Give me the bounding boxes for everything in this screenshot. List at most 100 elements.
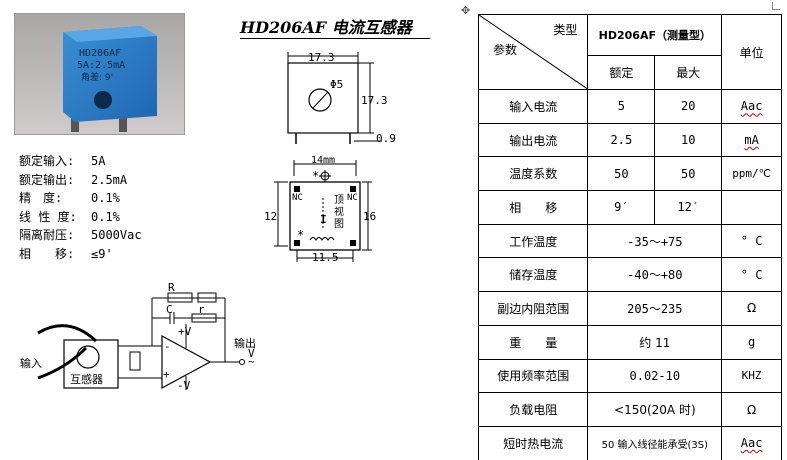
table-row: 副边内阻范围 205～235 Ω bbox=[477, 291, 782, 326]
circuit-input-label: 输入 bbox=[20, 357, 42, 370]
row-unit-cell: Aac bbox=[721, 425, 782, 460]
table-row: 重 量 约 11 g bbox=[477, 324, 782, 360]
photo-text-angle: 角差: 9' bbox=[81, 71, 113, 83]
circuit-vplus-label: +V bbox=[178, 325, 192, 338]
row-unit: ppm/℃ bbox=[721, 156, 782, 192]
row-unit: Ω bbox=[721, 291, 782, 326]
header-max: 最大 bbox=[654, 55, 723, 90]
row-unit-cell: mA bbox=[721, 122, 782, 158]
row-value: 205～235 bbox=[587, 291, 723, 326]
row-value: 0.02-10 bbox=[587, 358, 723, 394]
row-unit: Aac bbox=[740, 99, 763, 114]
photo-text-model: HD206AF bbox=[79, 48, 121, 59]
spec-label: 精 度: bbox=[19, 191, 63, 206]
dim-bottom-height: 12 bbox=[264, 210, 278, 223]
bottom-view-drawing bbox=[274, 160, 372, 262]
top-view-char: 图 bbox=[334, 219, 344, 230]
table-row: 工作温度 -35～+75 ° C bbox=[477, 223, 782, 259]
spec-item: 相 移: ≤9' bbox=[19, 245, 142, 264]
row-max: 12′ bbox=[654, 190, 723, 225]
row-name: 输出电流 bbox=[477, 122, 589, 158]
circuit-r-label: R bbox=[168, 281, 175, 294]
circuit-c-label: C bbox=[166, 303, 173, 316]
row-name: 温度系数 bbox=[477, 156, 589, 192]
top-view-char: 顶 bbox=[334, 195, 344, 206]
row-value: <150(20A 时) bbox=[587, 392, 723, 427]
row-rated: 9′ bbox=[587, 190, 656, 225]
row-value: 50 输入线径能承受(3S) bbox=[587, 425, 723, 460]
row-unit: Aac bbox=[740, 436, 763, 451]
row-unit-cell: Aac bbox=[721, 89, 782, 124]
header-type: 类型 bbox=[553, 23, 578, 37]
row-rated: 2.5 bbox=[587, 122, 656, 158]
row-value: 约 11 bbox=[587, 324, 723, 360]
label-current-direction: I bbox=[320, 213, 327, 226]
row-name: 相 移 bbox=[477, 190, 589, 225]
dim-pin-span: 11.5 bbox=[312, 251, 339, 264]
spec-value: 0.1% bbox=[91, 209, 120, 224]
spec-label: 隔离耐压: bbox=[19, 228, 75, 243]
header-diagonal-line bbox=[479, 15, 589, 90]
spec-item: 线 性 度: 0.1% bbox=[19, 208, 142, 227]
spec-item: 隔离耐压:5000Vac bbox=[19, 226, 142, 245]
top-view-char: 视 bbox=[334, 207, 344, 218]
table-row: 输入电流 5 20 Aac bbox=[477, 89, 782, 124]
row-rated: 50 bbox=[587, 156, 656, 192]
row-max: 20 bbox=[654, 89, 723, 124]
table-row: 使用频率范围 0.02-10 KHZ bbox=[477, 358, 782, 394]
mark-star-top: * bbox=[312, 169, 320, 183]
table-row: 输出电流 2.5 10 mA bbox=[477, 122, 782, 158]
header-unit: 单位 bbox=[721, 14, 782, 90]
table-row: 储存温度 -40～+80 ° C bbox=[477, 257, 782, 293]
label-nc-left: NC bbox=[292, 193, 303, 203]
spec-item: 精 度: 0.1% bbox=[19, 189, 142, 208]
front-view-drawing bbox=[287, 52, 382, 144]
circuit-minus-sign: - bbox=[164, 340, 171, 353]
dim-bottom-depth: 16 bbox=[363, 210, 377, 223]
table-row: 温度系数 50 50 ppm/℃ bbox=[477, 156, 782, 192]
header-diagonal-cell: 类型 参数 bbox=[477, 14, 589, 90]
row-value: -40～+80 bbox=[587, 257, 723, 293]
row-name: 负载电阻 bbox=[477, 392, 589, 427]
row-name: 副边内阻范围 bbox=[477, 291, 589, 326]
product-photo: HD206AF 5A:2.5mA 角差: 9' bbox=[14, 13, 185, 135]
row-unit: ° C bbox=[721, 257, 782, 293]
row-name: 重 量 bbox=[477, 324, 589, 360]
spec-value: ≤9' bbox=[91, 246, 113, 261]
spec-label: 相 移: bbox=[19, 246, 75, 261]
circuit-ct-label: 互感器 bbox=[70, 373, 103, 386]
spec-value: 2.5mA bbox=[91, 172, 128, 187]
row-unit: KHZ bbox=[721, 358, 782, 394]
spec-list: 额定输入: 5A 额定输出: 2.5mA 精 度: 0.1% 线 性 度: 0.1% 隔… bbox=[19, 152, 142, 264]
row-max: 50 bbox=[654, 156, 723, 192]
row-name: 短时热电流 bbox=[477, 425, 589, 460]
dim-height: 17.3 bbox=[361, 94, 388, 107]
circuit-vminus-label: -V bbox=[177, 379, 191, 392]
table-row: 相 移 9′ 12′ bbox=[477, 190, 782, 225]
row-name: 使用频率范围 bbox=[477, 358, 589, 394]
row-name: 输入电流 bbox=[477, 89, 589, 124]
row-unit bbox=[721, 190, 782, 225]
row-name: 工作温度 bbox=[477, 223, 589, 259]
label-top-view: 顶 视 图 bbox=[334, 195, 344, 231]
header-rated: 额定 bbox=[587, 55, 656, 90]
row-unit: mA bbox=[744, 133, 759, 148]
circuit-r2-label: r bbox=[198, 303, 205, 316]
spec-label: 额定输入: bbox=[19, 154, 75, 168]
photo-text-ratio: 5A:2.5mA bbox=[77, 60, 125, 71]
circuit-plus-sign: + bbox=[163, 368, 170, 381]
dim-pin-offset: 0.9 bbox=[376, 132, 396, 145]
spec-label: 线 性 度: bbox=[19, 209, 77, 224]
row-name: 储存温度 bbox=[477, 257, 589, 293]
table-move-handle-icon[interactable]: ✥ bbox=[461, 4, 471, 17]
row-unit: g bbox=[721, 324, 782, 360]
row-unit: ° C bbox=[721, 223, 782, 259]
row-unit: Ω bbox=[721, 392, 782, 427]
spec-value: 0.1% bbox=[91, 191, 120, 206]
spec-value: 5A bbox=[91, 154, 106, 168]
spec-label: 额定输出: bbox=[19, 172, 75, 187]
dim-hole: Φ5 bbox=[330, 78, 344, 91]
circuit-output-ac: ~ bbox=[248, 355, 255, 368]
page-title: HD206AF 电流互感器 bbox=[240, 14, 430, 39]
table-row: 短时热电流 50 输入线径能承受(3S) Aac bbox=[477, 425, 782, 460]
